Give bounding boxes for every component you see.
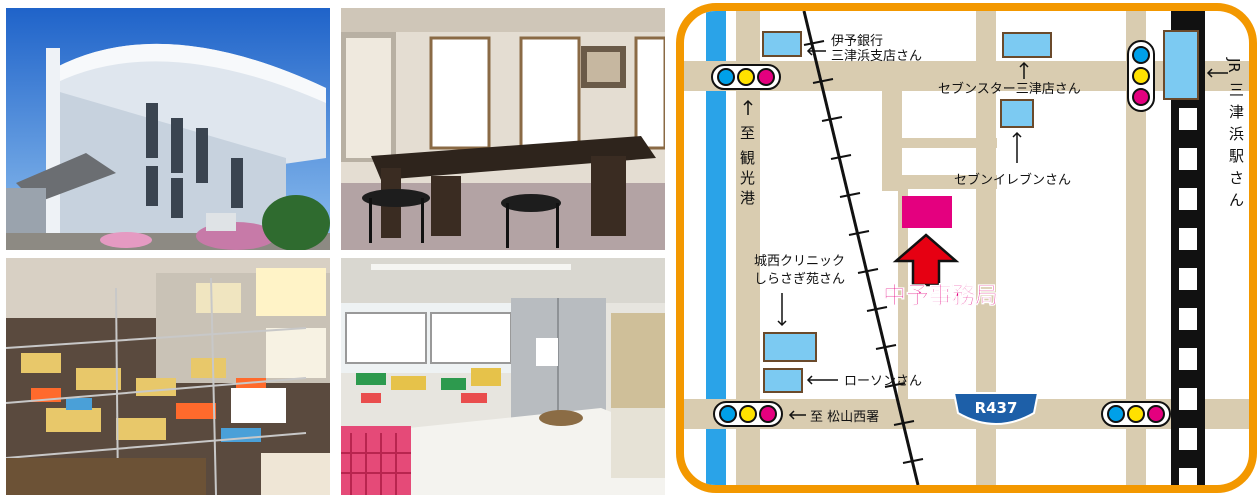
label-jr-station: JR 三 津 浜 駅 さ ん (1225, 57, 1244, 209)
svg-text:津: 津 (1229, 103, 1244, 121)
traffic-signal-sw (713, 401, 783, 427)
map-frame (676, 3, 1257, 493)
svg-text:JR: JR (1225, 57, 1243, 73)
office-marker (902, 196, 952, 228)
building-seven-star (1002, 32, 1052, 58)
office-arrow (892, 233, 960, 287)
photo-interior-table (341, 8, 665, 250)
iyo-railway (802, 11, 920, 485)
label-seven-eleven: セブンイレブンさん (954, 172, 1071, 188)
building-seven-eleven (1000, 99, 1034, 128)
traffic-signal-nw (711, 64, 781, 90)
label-clinic-1: 城西クリニック (754, 254, 845, 269)
label-lawson: ローソンさん (844, 374, 922, 389)
label-clinic-2: しらさぎ苑さん (754, 272, 845, 287)
photo-food-shelves (6, 258, 330, 495)
svg-text:ん: ん (1229, 191, 1244, 209)
traffic-signal-se (1101, 401, 1171, 427)
building-jr-station (1163, 30, 1199, 100)
svg-text:浜: 浜 (1229, 125, 1244, 143)
label-matsuyama-west: 至 松山西署 (810, 410, 879, 425)
building-lawson (763, 368, 803, 393)
svg-text:駅: 駅 (1229, 147, 1244, 165)
label-kanko-1: 至 (740, 124, 755, 142)
route-sign-label: R437 (975, 399, 1018, 417)
label-kanko-4: 港 (740, 189, 755, 207)
label-iyo-bank-1: 伊予銀行 (831, 34, 883, 49)
svg-text:三: 三 (1229, 81, 1244, 99)
building-iyo-bank (762, 31, 802, 57)
svg-text:さ: さ (1229, 169, 1244, 187)
road-east (1126, 11, 1146, 485)
photo-building-exterior (6, 8, 330, 250)
label-seven-star: セブンスター三津店さん (938, 81, 1081, 97)
route-sign (952, 392, 1040, 425)
label-kanko-2: 観 (740, 149, 755, 167)
photo-storage-room (341, 258, 665, 495)
traffic-signal-ne (1127, 40, 1155, 112)
access-map: R437 伊予銀行 三津浜支店さん セブンスター三津店さん セブンイレブンさん … (676, 3, 1257, 493)
label-kanko-3: 光 (740, 169, 755, 187)
building-clinic (763, 332, 817, 362)
label-iyo-bank-2: 三津浜支店さん (831, 49, 922, 64)
road-center (976, 11, 996, 485)
office-label: 中予事務局 (883, 282, 998, 309)
river (706, 11, 726, 485)
